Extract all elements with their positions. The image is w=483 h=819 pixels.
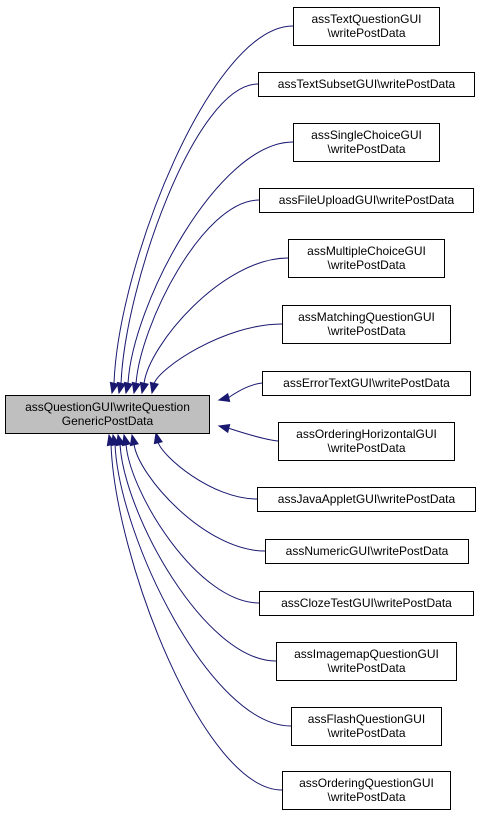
edge-8-arrowhead	[217, 423, 231, 434]
child-node-13-box	[291, 707, 442, 746]
child-node-8-label-line-1: assOrderingHorizontalGUI	[296, 427, 437, 441]
edge-13	[114, 443, 292, 727]
child-node-7-label-line-1: assErrorTextGUI\writePostData	[283, 376, 450, 390]
child-node-13-label-line-1: assFlashQuestionGUI	[308, 712, 425, 726]
edge-6	[153, 323, 283, 385]
child-node-6[interactable]: assMatchingQuestionGUI\writePostData	[282, 305, 451, 344]
child-node-8[interactable]: assOrderingHorizontalGUI\writePostData	[278, 422, 455, 461]
edge-9	[157, 441, 258, 500]
child-node-6-box	[282, 305, 451, 344]
child-node-4-label-line-1: assFileUploadGUI\writePostData	[279, 193, 455, 207]
child-node-11-box	[259, 591, 474, 616]
edge-10-arrowhead	[129, 433, 139, 447]
child-node-12-box	[276, 642, 457, 681]
child-node-3-label-line-1: assSingleChoiceGUI	[311, 128, 422, 142]
child-node-7-box	[262, 371, 471, 396]
edge-1-arrowhead	[109, 381, 119, 395]
child-node-2-box	[258, 72, 475, 97]
child-node-11-label-line-1: assClozeTestGUI\writePostData	[281, 596, 452, 610]
call-edges	[106, 25, 294, 791]
child-node-1-label-line-2: \writePostData	[327, 26, 405, 40]
child-node-2-label-line-1: assTextSubsetGUI\writePostData	[278, 77, 456, 91]
child-node-5[interactable]: assMultipleChoiceGUI\writePostData	[288, 239, 445, 278]
child-node-5-label-line-2: \writePostData	[327, 258, 405, 272]
child-node-10-box	[265, 539, 469, 564]
child-node-13[interactable]: assFlashQuestionGUI\writePostData	[291, 707, 442, 746]
child-node-14-label-line-1: assOrderingQuestionGUI	[299, 776, 434, 790]
child-node-12[interactable]: assImagemapQuestionGUI\writePostData	[276, 642, 457, 681]
edge-2	[120, 83, 259, 385]
child-node-4-box	[259, 188, 474, 213]
child-node-10[interactable]: assNumericGUI\writePostData	[265, 539, 469, 564]
child-node-14[interactable]: assOrderingQuestionGUI\writePostData	[282, 771, 451, 810]
child-node-3-box	[293, 123, 440, 162]
edge-10	[133, 443, 266, 552]
edge-14	[110, 443, 283, 791]
child-node-13-label-line-2: \writePostData	[327, 726, 405, 740]
edge-3-arrowhead	[123, 381, 133, 395]
child-node-10-label-line-1: assNumericGUI\writePostData	[286, 544, 449, 558]
edge-3	[127, 141, 294, 385]
edge-4-arrowhead	[131, 381, 141, 395]
edge-5-arrowhead	[139, 381, 149, 395]
edge-5	[143, 257, 289, 385]
child-node-12-label-line-2: \writePostData	[327, 661, 405, 675]
root-node-label-line-1: assQuestionGUI\writeQuestion	[25, 400, 190, 414]
child-node-14-label-line-2: \writePostData	[327, 790, 405, 804]
child-node-6-label-line-1: assMatchingQuestionGUI	[298, 310, 435, 324]
edge-9-arrowhead	[153, 431, 163, 445]
root-node[interactable]: assQuestionGUI\writeQuestionGenericPostD…	[5, 395, 210, 434]
edge-4	[135, 199, 260, 385]
graph-nodes: assQuestionGUI\writeQuestionGenericPostD…	[5, 7, 476, 810]
child-node-6-label-line-2: \writePostData	[327, 324, 405, 338]
child-node-8-label-line-2: \writePostData	[327, 441, 405, 455]
edge-6-arrowhead	[149, 381, 159, 395]
child-node-7[interactable]: assErrorTextGUI\writePostData	[262, 371, 471, 396]
edge-2-arrowhead	[116, 381, 126, 395]
child-node-14-box	[282, 771, 451, 810]
edge-8	[227, 427, 279, 442]
child-node-8-box	[278, 422, 455, 461]
child-node-9-box	[257, 487, 476, 512]
child-node-1-label-line-1: assTextQuestionGUI	[311, 12, 421, 26]
child-node-4[interactable]: assFileUploadGUI\writePostData	[259, 188, 474, 213]
edge-7-arrowhead	[217, 392, 231, 403]
child-node-1-box	[293, 7, 440, 46]
edge-11	[125, 443, 260, 604]
edge-1	[113, 25, 294, 385]
child-node-3[interactable]: assSingleChoiceGUI\writePostData	[293, 123, 440, 162]
child-node-5-box	[288, 239, 445, 278]
edge-14-arrowhead	[106, 433, 116, 447]
edge-11-arrowhead	[121, 433, 131, 447]
child-node-2[interactable]: assTextSubsetGUI\writePostData	[258, 72, 475, 97]
child-node-3-label-line-2: \writePostData	[327, 142, 405, 156]
child-node-9[interactable]: assJavaAppletGUI\writePostData	[257, 487, 476, 512]
edge-12	[119, 443, 277, 662]
child-node-9-label-line-1: assJavaAppletGUI\writePostData	[278, 492, 456, 506]
edge-7	[227, 382, 263, 399]
root-node-label-line-2: GenericPostData	[62, 414, 154, 428]
child-node-1[interactable]: assTextQuestionGUI\writePostData	[293, 7, 440, 46]
child-node-5-label-line-1: assMultipleChoiceGUI	[307, 244, 426, 258]
child-node-12-label-line-1: assImagemapQuestionGUI	[294, 647, 439, 661]
root-node-box	[5, 395, 210, 434]
child-node-11[interactable]: assClozeTestGUI\writePostData	[259, 591, 474, 616]
